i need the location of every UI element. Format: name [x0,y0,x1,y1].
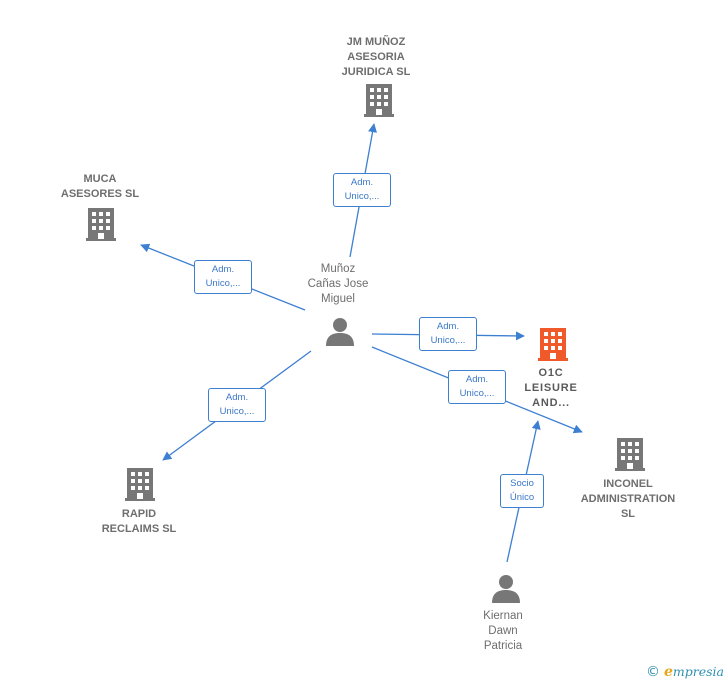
empresia-logo: empresia [664,664,724,680]
person-icon[interactable] [492,575,520,603]
node-label-muca-asesores[interactable]: MUCA ASESORES SL [60,173,140,200]
edge-label-kiernan-o1c[interactable]: Socio Único [500,474,544,508]
node-label-o1c-leisure[interactable]: O1C LEISURE AND... [524,367,578,409]
node-label-jm-munoz-asesoria[interactable]: JM MUÑOZ ASESORIA JURIDICA SL [341,36,411,78]
node-label-inconel[interactable]: INCONEL ADMINISTRATION SL [580,478,676,520]
building-icon[interactable] [538,328,568,361]
copyright-symbol: © [645,664,660,680]
building-icon[interactable] [86,208,116,241]
node-label-kiernan-dawn[interactable]: Kiernan Dawn Patricia [483,610,523,652]
empresia-logo-e: e [663,664,673,680]
node-label-munoz-canas[interactable]: Muñoz Cañas Jose Miguel [307,263,369,305]
empresia-logo-text: mpresia [672,664,724,679]
empresia-watermark: © empresia [646,663,724,681]
edge-label-munoz-muca[interactable]: Adm. Unico,... [194,260,252,294]
building-icon[interactable] [125,468,155,501]
edge-label-munoz-inconel[interactable]: Adm. Unico,... [448,370,506,404]
edge-label-munoz-o1c[interactable]: Adm. Unico,... [419,317,477,351]
edge-label-munoz-rapid[interactable]: Adm. Unico,... [208,388,266,422]
building-icon[interactable] [615,438,645,471]
person-icon[interactable] [326,318,354,346]
node-label-rapid-reclaims[interactable]: RAPID RECLAIMS SL [101,508,177,535]
edge-label-munoz-jm[interactable]: Adm. Unico,... [333,173,391,207]
building-icon[interactable] [364,84,394,117]
